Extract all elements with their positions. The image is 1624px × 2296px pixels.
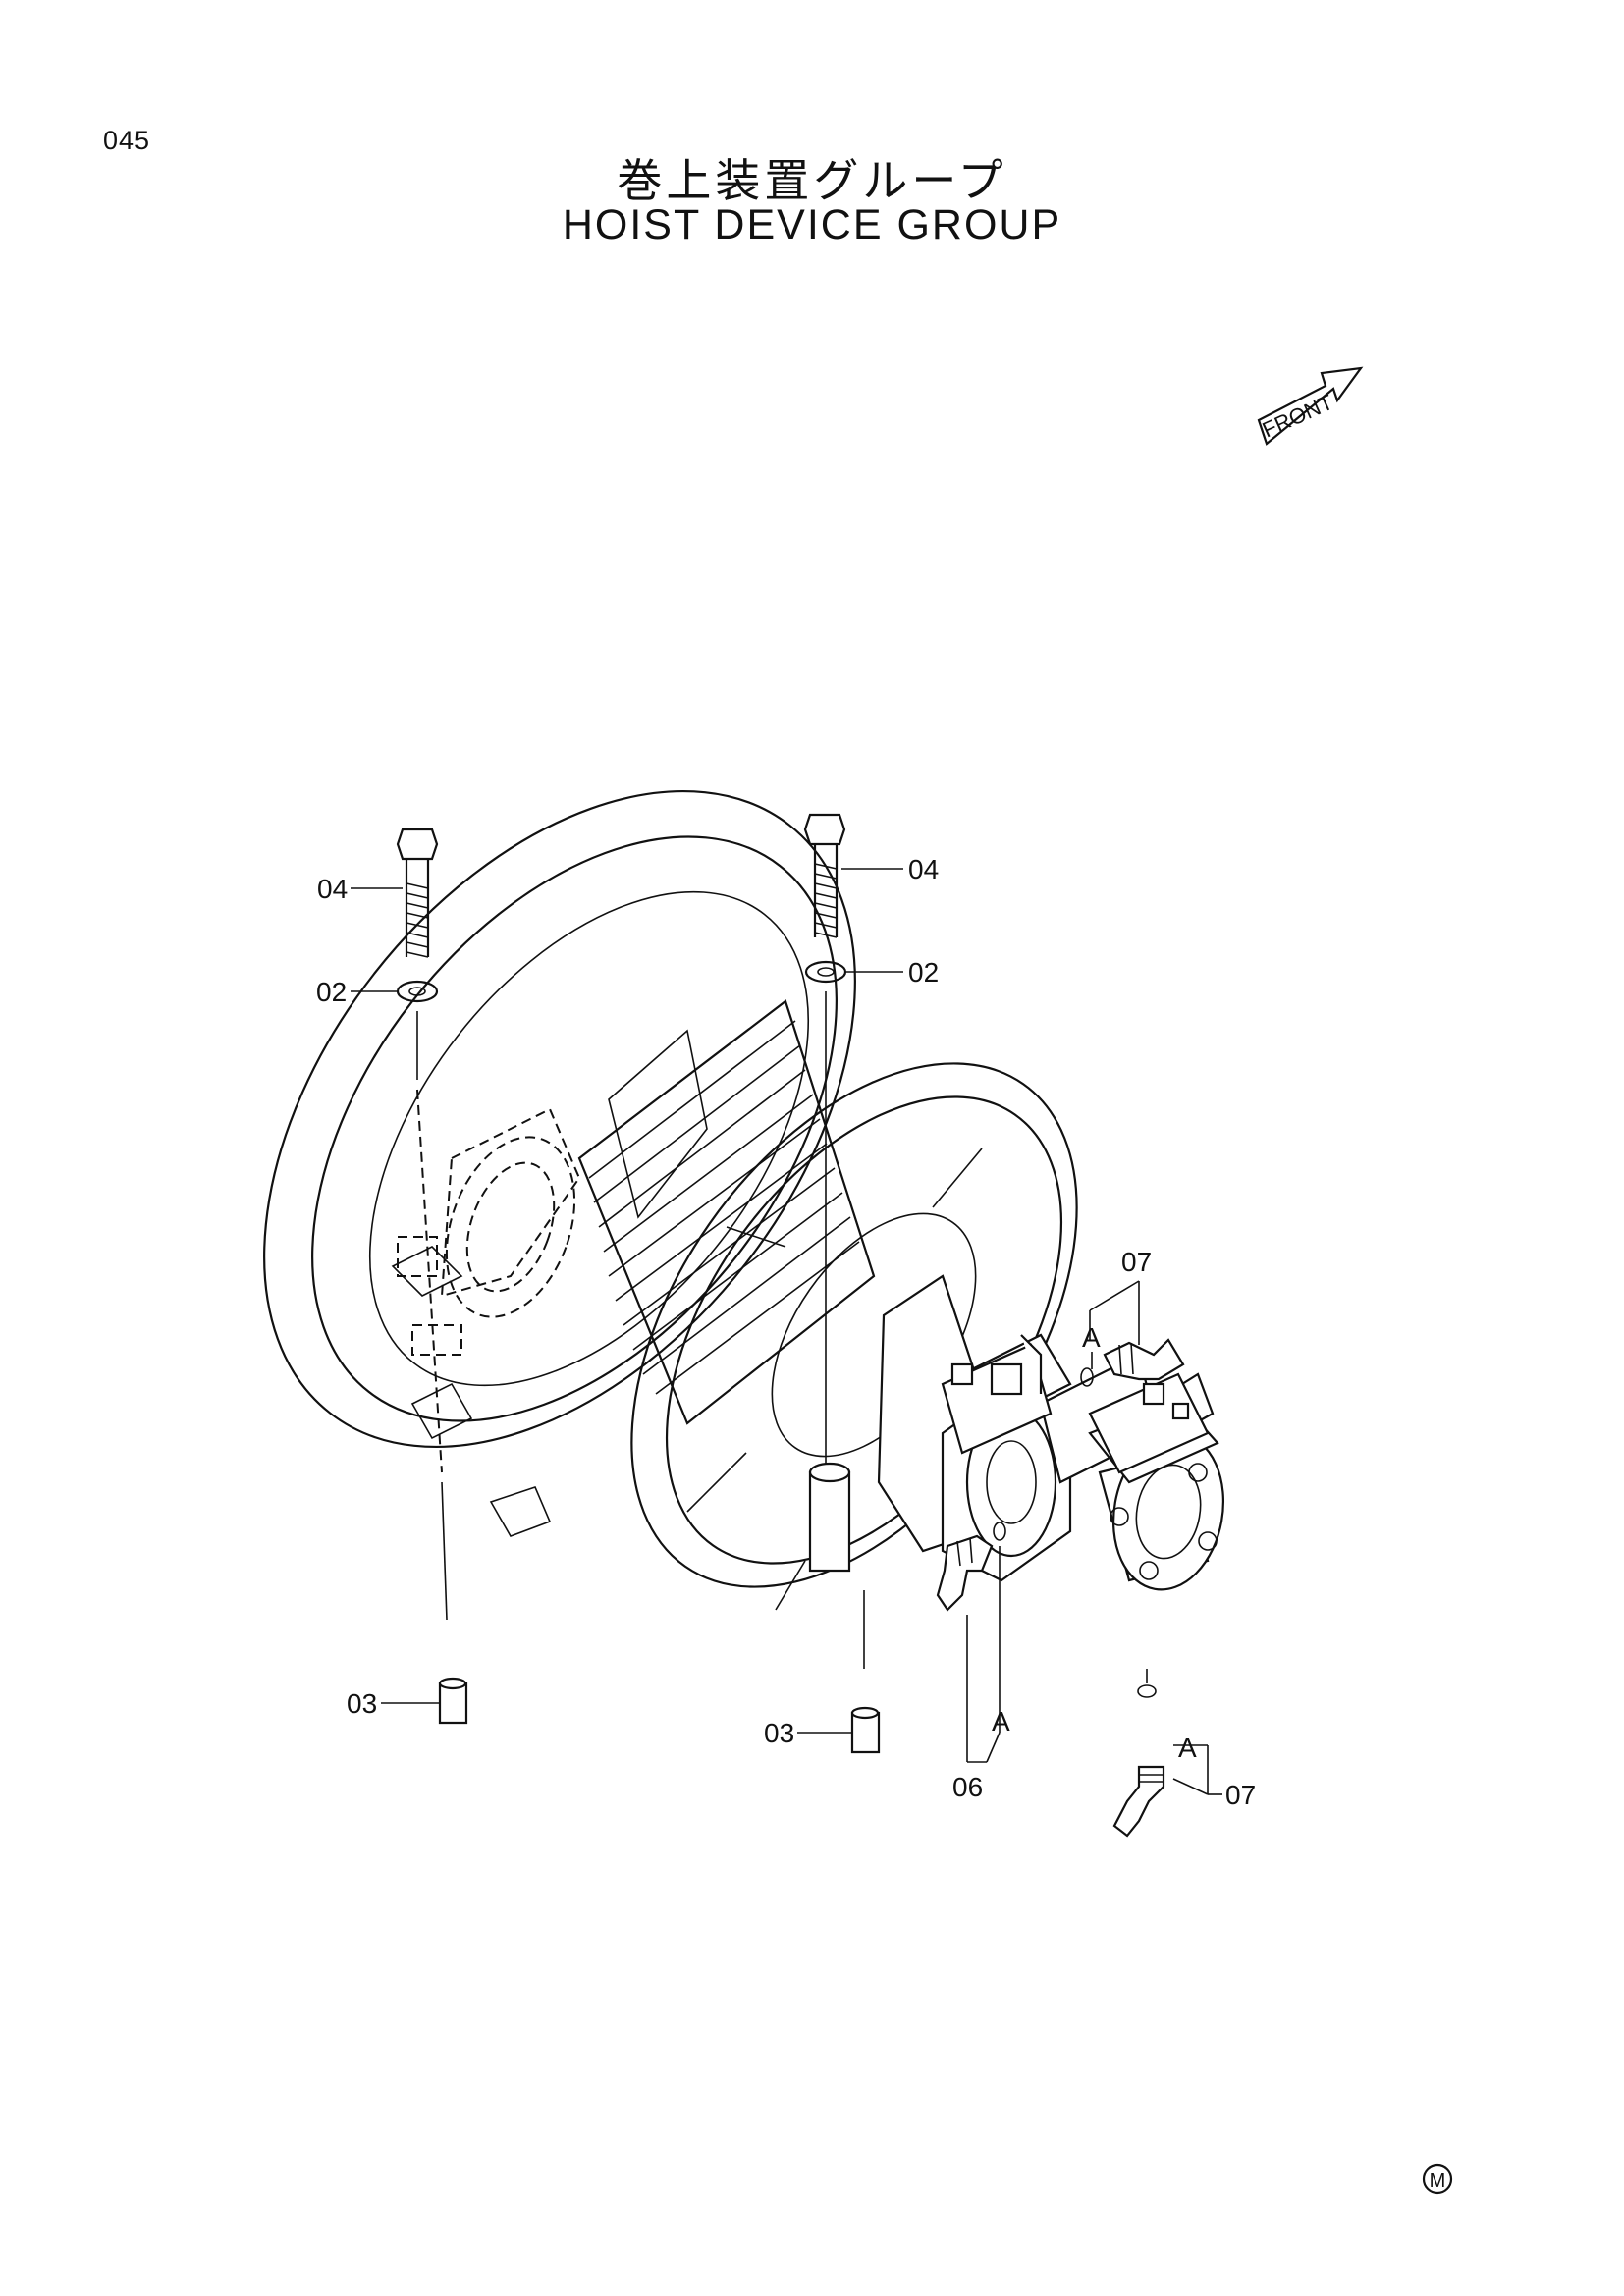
callout-label: 03 xyxy=(764,1718,794,1748)
elbow-fitting-bottom xyxy=(1112,1684,1165,1838)
drum-flange-right xyxy=(630,1062,1078,1611)
bearing-housing-left xyxy=(397,1107,581,1356)
page-number: 045 xyxy=(103,126,151,155)
front-arrow-icon: FRONT xyxy=(1257,366,1364,446)
corner-mark-label: M xyxy=(1430,2170,1446,2192)
callout-label: 03 xyxy=(347,1688,377,1719)
control-valve-block xyxy=(941,1334,1210,1474)
callout-label: 07 xyxy=(1225,1780,1256,1810)
connection-mark: A xyxy=(1082,1322,1101,1353)
callout-label: 07 xyxy=(1121,1247,1152,1277)
page-title-japanese: 巻上装置グループ xyxy=(617,154,1007,207)
callout-label: 02 xyxy=(908,957,939,988)
drum-flange-left xyxy=(263,789,856,1537)
left-bolt-assembly xyxy=(396,828,468,1725)
leader-lines xyxy=(351,868,1222,1795)
callout-label: 04 xyxy=(317,874,348,904)
page-title-english: HOIST DEVICE GROUP xyxy=(562,201,1062,248)
connection-mark: A xyxy=(992,1706,1010,1736)
callout-label: 06 xyxy=(952,1772,983,1802)
callout-label: 04 xyxy=(908,854,939,884)
elbow-fitting-06 xyxy=(936,1522,1006,1612)
right-bolt-assembly xyxy=(803,813,881,1754)
callout-label: 02 xyxy=(316,977,347,1007)
connection-mark: A xyxy=(1178,1733,1197,1763)
elbow-fitting-top xyxy=(1080,1338,1185,1387)
corner-mark: M xyxy=(1422,2163,1453,2195)
front-label: FRONT xyxy=(1259,390,1336,443)
